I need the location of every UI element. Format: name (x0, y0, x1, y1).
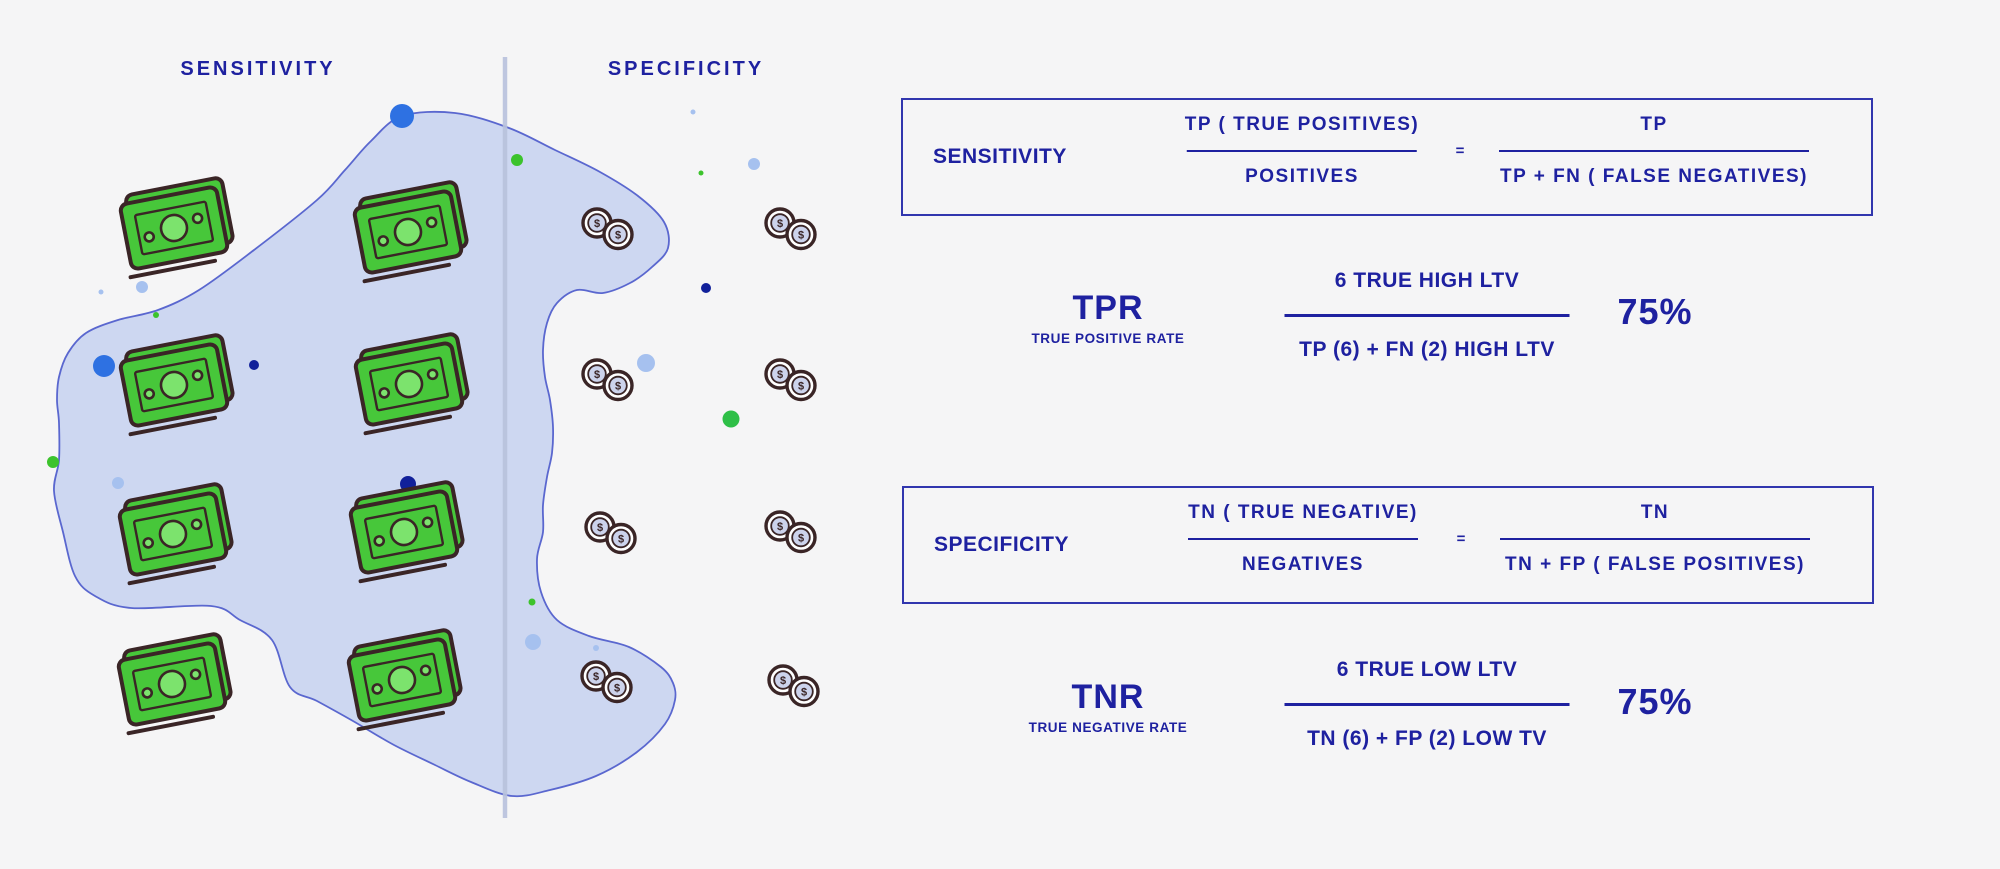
fraction-numerator: 6 TRUE HIGH LTV (1334, 269, 1520, 292)
dot (112, 477, 124, 489)
dot (153, 312, 159, 318)
coin-pair-icon (764, 358, 817, 402)
dot (690, 109, 696, 115)
coin-pair-icon (767, 664, 820, 708)
sensitivity-formula-box: SENSITIVITY TP ( TRUE POSITIVES) POSITIV… (901, 98, 1873, 216)
sensitivity-definition-fraction: TP ( TRUE POSITIVES) POSITIVES (1185, 112, 1419, 190)
dot (701, 283, 711, 293)
classification-illustration: $ $ (47, 57, 820, 818)
dot (528, 598, 536, 606)
dot (593, 645, 599, 651)
predicted-positive-region (53, 110, 677, 798)
money-bill-icon (113, 175, 239, 280)
tpr-result: 75% (1617, 291, 1693, 332)
dot (511, 154, 523, 166)
dot (698, 170, 704, 176)
scatter-dots (47, 104, 760, 651)
equals-sign: = (1455, 142, 1465, 160)
dot (637, 354, 655, 372)
sensitivity-expanded-fraction: TP TP + FN ( FALSE NEGATIVES) (1499, 112, 1809, 190)
fraction-numerator: TP (1640, 114, 1668, 135)
sensitivity-box-label: SENSITIVITY (933, 145, 1067, 168)
dot (98, 289, 104, 295)
fraction-denominator: POSITIVES (1245, 166, 1359, 187)
tnr-full-label: TRUE NEGATIVE RATE (1028, 720, 1188, 735)
specificity-expanded-fraction: TN TN + FP ( FALSE POSITIVES) (1500, 500, 1810, 578)
tnr-fraction: 6 TRUE LOW LTV TN (6) + FP (2) LOW TV (1284, 655, 1570, 754)
fraction-denominator: TN (6) + FP (2) LOW TV (1307, 726, 1547, 750)
sensitivity-heading: SENSITIVITY (180, 58, 336, 80)
dot (47, 456, 59, 468)
tpr-fraction: 6 TRUE HIGH LTV TP (6) + FN (2) HIGH LTV (1284, 266, 1570, 365)
fraction-numerator: TP ( TRUE POSITIVES) (1184, 114, 1420, 135)
fraction-numerator: TN ( TRUE NEGATIVE) (1188, 502, 1418, 523)
dot (722, 410, 740, 428)
equals-sign: = (1456, 530, 1466, 548)
fraction-bar (1188, 538, 1418, 540)
fraction-bar (1284, 703, 1570, 706)
money-bill-icon (111, 631, 237, 736)
dot (525, 634, 541, 650)
dot (93, 355, 115, 377)
fraction-denominator: TN + FP ( FALSE POSITIVES) (1505, 554, 1805, 575)
specificity-definition-fraction: TN ( TRUE NEGATIVE) NEGATIVES (1188, 500, 1418, 578)
specificity-heading: SPECIFICITY (607, 58, 765, 80)
tpr-label-group: TPR TRUE POSITIVE RATE (1031, 289, 1184, 347)
coin-pair-icon (581, 358, 634, 402)
tpr-full-label: TRUE POSITIVE RATE (1031, 331, 1185, 346)
specificity-box-label: SPECIFICITY (934, 533, 1070, 556)
dot (748, 158, 760, 170)
fraction-denominator: TP + FN ( FALSE NEGATIVES) (1499, 166, 1809, 187)
coin-pair-icon (584, 511, 637, 555)
fraction-bar (1500, 538, 1810, 540)
coin-pair-icon (764, 207, 817, 251)
fraction-bar (1284, 314, 1570, 317)
dot (390, 104, 414, 128)
fraction-numerator: 6 TRUE LOW LTV (1336, 658, 1518, 681)
fraction-denominator: TP (6) + FN (2) HIGH LTV (1299, 337, 1555, 361)
tnr-abbr: TNR (1071, 678, 1145, 716)
tnr-label-group: TNR TRUE NEGATIVE RATE (1029, 678, 1188, 736)
tpr-abbr: TPR (1072, 289, 1144, 327)
fraction-bar (1499, 150, 1809, 152)
dot (136, 281, 148, 293)
coin-pair-icon (764, 510, 817, 554)
fraction-denominator: NEGATIVES (1242, 554, 1364, 575)
fraction-numerator: TN (1640, 502, 1670, 523)
fraction-bar (1187, 150, 1417, 152)
tnr-result: 75% (1617, 681, 1693, 722)
specificity-formula-box: SPECIFICITY TN ( TRUE NEGATIVE) NEGATIVE… (902, 486, 1874, 604)
dot (249, 360, 259, 370)
